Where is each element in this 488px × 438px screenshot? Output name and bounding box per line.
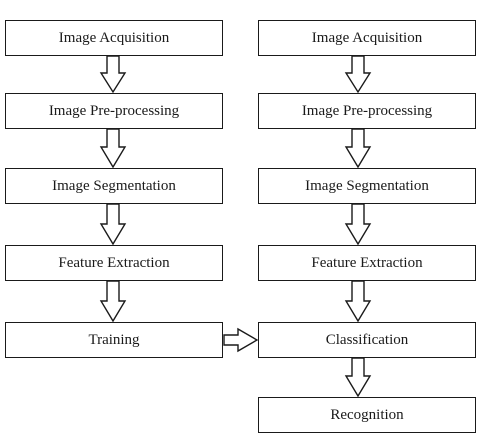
down-arrow-icon [99,280,127,323]
train-step-image-segmentation: Image Segmentation [5,168,223,204]
down-arrow-icon [344,203,372,246]
recog-step-image-segmentation: Image Segmentation [258,168,476,204]
down-arrow-icon [99,128,127,169]
recog-step-classification: Classification [258,322,476,358]
down-arrow-icon [344,357,372,398]
recog-step-feature-extraction: Feature Extraction [258,245,476,281]
down-arrow-icon [99,55,127,94]
down-arrow-icon [99,203,127,246]
recog-step-recognition: Recognition [258,397,476,433]
recog-step-image-acquisition: Image Acquisition [258,20,476,56]
down-arrow-icon [344,128,372,169]
recog-step-image-preprocessing: Image Pre-processing [258,93,476,129]
down-arrow-icon [344,280,372,323]
train-step-image-acquisition: Image Acquisition [5,20,223,56]
train-step-training: Training [5,322,223,358]
right-arrow-icon [223,327,259,353]
down-arrow-icon [344,55,372,94]
